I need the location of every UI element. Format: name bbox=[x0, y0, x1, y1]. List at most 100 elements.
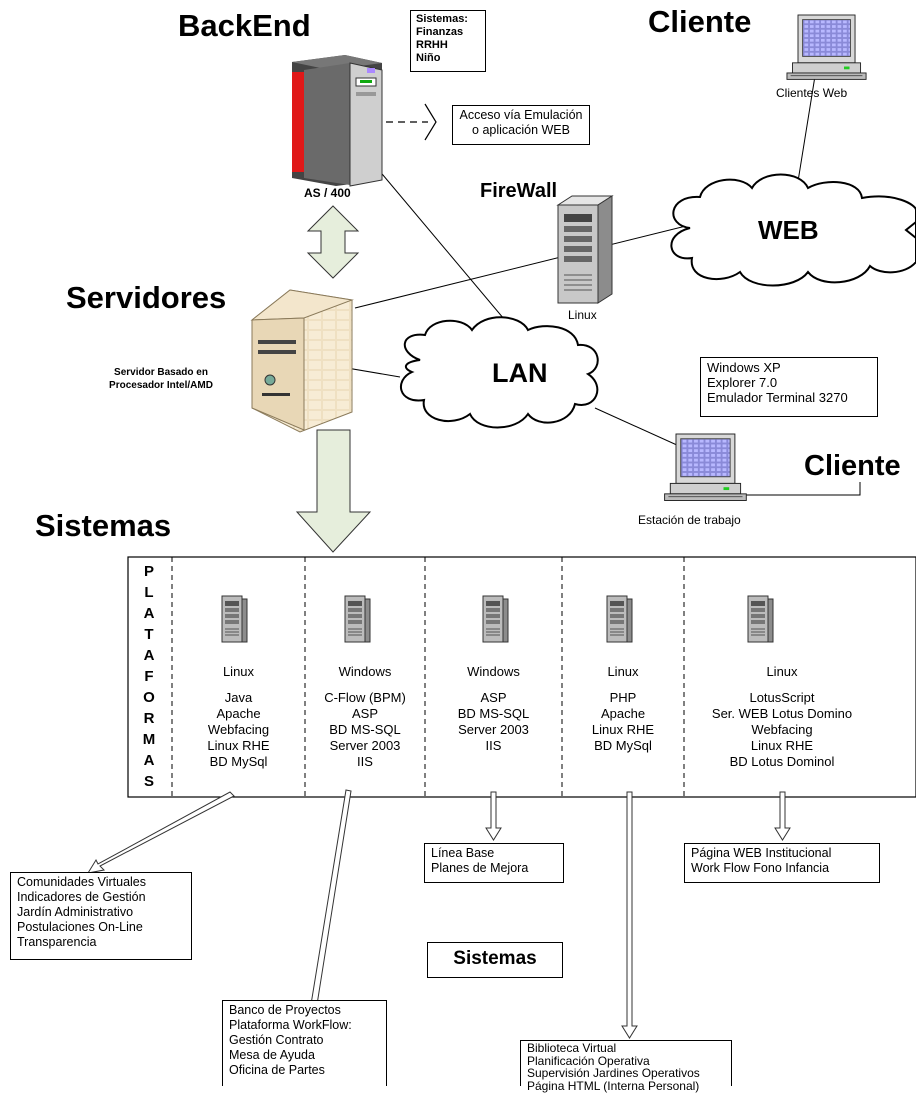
system-item: Línea Base bbox=[431, 846, 495, 860]
access-box-line: o aplicación WEB bbox=[472, 123, 570, 137]
system-item: Postulaciones On-Line bbox=[17, 920, 143, 934]
platform-tech: IIS bbox=[357, 754, 373, 769]
plataformas-letter: T bbox=[144, 626, 154, 643]
platform-tech: Ser. WEB Lotus Domino bbox=[711, 706, 853, 721]
access-box-line: Acceso vía Emulación bbox=[459, 108, 583, 122]
lan-cloud-icon bbox=[400, 316, 599, 429]
platform-os: Windows bbox=[467, 664, 520, 679]
plataformas-letter: O bbox=[143, 689, 155, 706]
platform-tech: Linux RHE bbox=[207, 738, 270, 753]
system-item: Página WEB Institucional bbox=[691, 846, 832, 860]
web-cloud-label: WEB bbox=[758, 215, 819, 245]
platform-os: Windows bbox=[338, 664, 392, 679]
plataformas-letter: M bbox=[142, 731, 156, 748]
platform-tech: Server 2003 bbox=[458, 722, 529, 737]
platform-column-1: Linux Java Apache Webfacing Linux RHE BD… bbox=[172, 557, 305, 770]
system-item: Plataforma WorkFlow: bbox=[229, 1018, 352, 1032]
backend-systems-box: Sistemas: Finanzas RRHH Niño bbox=[410, 10, 486, 72]
cliente-right-heading: Cliente bbox=[804, 450, 901, 482]
platform-tech: BD Lotus Dominol bbox=[729, 754, 835, 769]
platform-column-5: Linux LotusScript Ser. WEB Lotus Domino … bbox=[684, 557, 880, 770]
cliente-top-heading: Cliente bbox=[648, 4, 752, 39]
backend-box-line: RRHH bbox=[416, 39, 448, 51]
plataformas-letter: A bbox=[143, 647, 155, 664]
plataformas-letter: R bbox=[143, 710, 155, 727]
servidores-heading: Servidores bbox=[66, 280, 227, 315]
plataformas-letter: P bbox=[143, 563, 154, 580]
platform-column-4: Linux PHP Apache Linux RHE BD MySql bbox=[562, 557, 684, 754]
systems-box-5: Página WEB Institucional Work Flow Fono … bbox=[684, 843, 880, 883]
backend-box-line: Finanzas bbox=[416, 26, 464, 38]
platform-os: Linux bbox=[607, 664, 639, 679]
system-item: Planes de Mejora bbox=[431, 861, 529, 875]
systems-box-1: Comunidades Virtuales Indicadores de Ges… bbox=[10, 872, 192, 960]
platform-tech: Linux RHE bbox=[750, 738, 814, 753]
server-label-line: Procesador Intel/AMD bbox=[109, 380, 213, 391]
systems-box-4: Biblioteca Virtual Planificación Operati… bbox=[520, 1040, 732, 1092]
sistemas-center-box: Sistemas bbox=[427, 942, 563, 978]
system-item: Mesa de Ayuda bbox=[229, 1048, 315, 1062]
client-web-monitor-icon bbox=[786, 14, 867, 80]
plataformas-letter: A bbox=[143, 752, 155, 769]
sistemas-heading: Sistemas bbox=[35, 508, 172, 543]
platform-tech: Server 2003 bbox=[329, 738, 401, 753]
system-item: Comunidades Virtuales bbox=[17, 875, 147, 889]
system-item: Supervisión Jardines Operativos bbox=[527, 1066, 700, 1080]
workstation-monitor-icon bbox=[664, 433, 747, 501]
plataformas-letter: F bbox=[144, 668, 154, 685]
as400-icon bbox=[292, 55, 383, 187]
workstation-label: Estación de trabajo bbox=[638, 513, 741, 527]
platform-tech: PHP bbox=[609, 690, 637, 705]
system-item: Biblioteca Virtual bbox=[527, 1041, 617, 1055]
workstation-box-line: Windows XP bbox=[707, 360, 781, 375]
platform-tech: BD MS-SQL bbox=[329, 722, 401, 737]
server-label: Servidor Basado en Procesador Intel/AMD bbox=[86, 366, 236, 392]
system-item: Banco de Proyectos bbox=[229, 1003, 341, 1017]
lan-cloud-label: LAN bbox=[492, 358, 548, 388]
system-item: Indicadores de Gestión bbox=[17, 890, 146, 904]
workstation-box-line: Emulador Terminal 3270 bbox=[707, 390, 848, 405]
system-item: Oficina de Partes bbox=[229, 1063, 325, 1077]
platform-tech: C-Flow (BPM) bbox=[324, 690, 406, 705]
web-cloud-icon bbox=[670, 173, 916, 287]
plataformas-letter: S bbox=[143, 773, 154, 790]
workstation-box-line: Explorer 7.0 bbox=[707, 375, 778, 390]
server-label-line: Servidor Basado en bbox=[114, 367, 208, 378]
systems-box-3: Línea Base Planes de Mejora bbox=[424, 843, 564, 883]
platform-tech: BD MySql bbox=[594, 738, 652, 753]
access-box: Acceso vía Emulación o aplicación WEB bbox=[452, 105, 590, 145]
platform-os: Linux bbox=[766, 664, 798, 679]
plataformas-letter: L bbox=[144, 584, 154, 601]
system-item: Gestión Contrato bbox=[229, 1033, 324, 1047]
platform-tech: BD MySql bbox=[209, 754, 268, 769]
server-icon bbox=[250, 289, 354, 433]
platform-column-2: Windows C-Flow (BPM) ASP BD MS-SQL Serve… bbox=[305, 557, 425, 770]
platform-tech: Apache bbox=[216, 706, 261, 721]
firewall-heading: FireWall bbox=[480, 180, 558, 202]
platform-tech: Java bbox=[224, 690, 253, 705]
systems-box-2: Banco de Proyectos Plataforma WorkFlow: … bbox=[222, 1000, 387, 1086]
workstation-specs-box: Windows XP Explorer 7.0 Emulador Termina… bbox=[700, 357, 878, 417]
system-item: Planificación Operativa bbox=[527, 1053, 650, 1068]
system-item: Jardín Administrativo bbox=[17, 905, 134, 919]
platform-tech: BD MS-SQL bbox=[457, 706, 530, 721]
platform-os: Linux bbox=[222, 664, 255, 679]
platform-tech: Webfacing bbox=[751, 722, 813, 737]
backend-heading: BackEnd bbox=[178, 8, 311, 43]
platform-tech: Apache bbox=[600, 706, 646, 721]
plataformas-letter: A bbox=[143, 605, 155, 622]
backend-box-line: Sistemas: bbox=[416, 13, 468, 25]
firewall-icon bbox=[556, 195, 614, 304]
platform-tech: Linux RHE bbox=[591, 722, 655, 737]
platform-tech: LotusScript bbox=[749, 690, 815, 705]
firewall-os-label: Linux bbox=[568, 308, 597, 322]
platform-tech: ASP bbox=[351, 706, 378, 721]
platform-column-3: Windows ASP BD MS-SQL Server 2003 IIS bbox=[425, 557, 562, 754]
as400-label: AS / 400 bbox=[304, 186, 351, 200]
platform-tech: Webfacing bbox=[207, 722, 270, 737]
system-item: Work Flow Fono Infancia bbox=[691, 861, 830, 875]
backend-box-line: Niño bbox=[416, 52, 441, 64]
system-item: Transparencia bbox=[17, 935, 97, 949]
platform-tech: IIS bbox=[485, 738, 502, 753]
